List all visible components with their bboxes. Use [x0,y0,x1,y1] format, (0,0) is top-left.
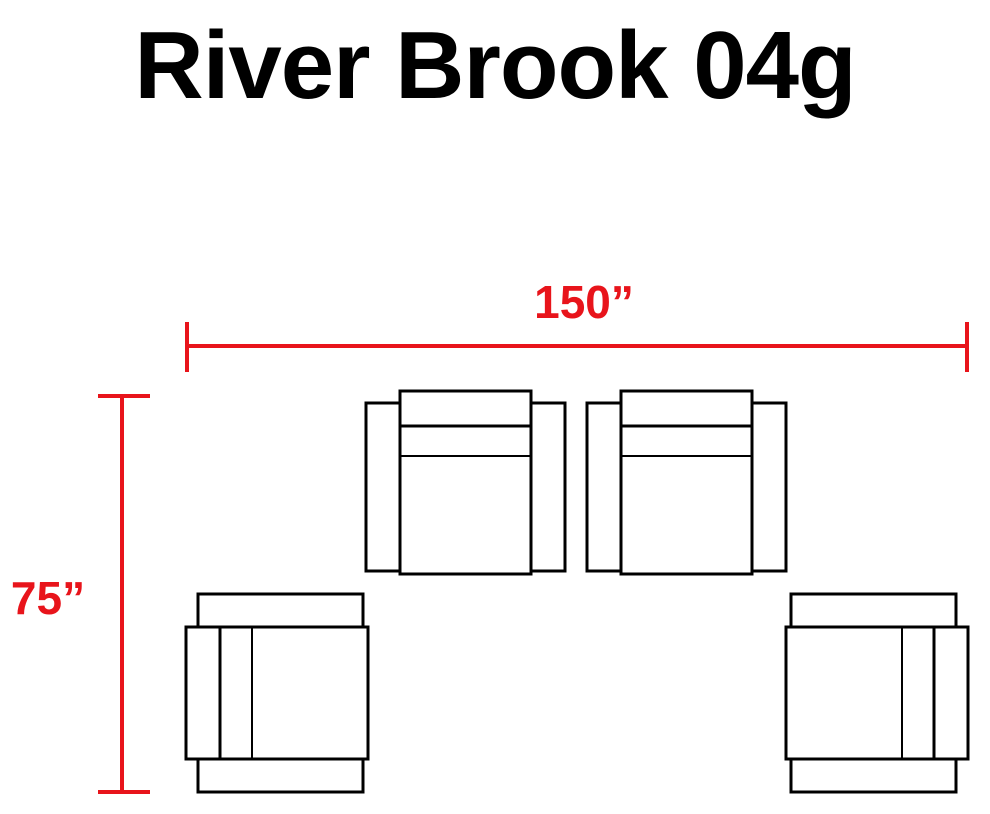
armchair-top-left [364,389,567,576]
armchair-left-arm [585,401,623,573]
armchair-left-arm [364,401,402,573]
armchair-seat [619,424,754,576]
armchair-top-arm [196,592,365,629]
armchair-bottom-right [784,592,970,794]
page-title: River Brook 04g [134,12,856,119]
armchair-bottom-left [184,592,370,794]
armchair-seat [398,424,533,576]
armchair-seat [218,625,370,761]
armchair-backrest [619,389,754,428]
armchair-backrest [398,389,533,428]
depth-dimension: 75” [11,394,150,794]
depth-dimension-label: 75” [11,572,85,624]
armchair-top-arm [789,592,958,629]
armchair-backrest [932,625,970,761]
armchair-bottom-arm [789,757,958,794]
armchair-backrest [184,625,222,761]
armchair-seat [784,625,936,761]
armchair-bottom-arm [196,757,365,794]
armchair-right-arm [750,401,788,573]
armchair-right-arm [529,401,567,573]
width-dimension-label: 150” [534,276,634,328]
armchair-top-right [585,389,788,576]
width-dimension: 150” [185,276,969,372]
